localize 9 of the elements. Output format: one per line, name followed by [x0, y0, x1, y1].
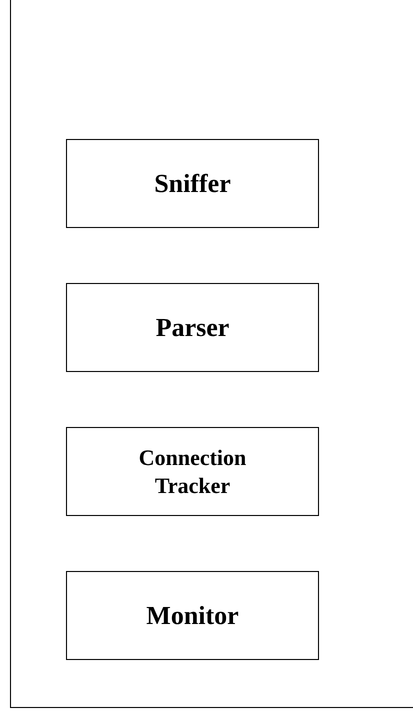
- component-box: [66, 283, 319, 372]
- component-label: Sniffer: [154, 168, 231, 200]
- component-box: [66, 427, 319, 516]
- component-box: [66, 139, 319, 228]
- component-label: Parser: [156, 312, 230, 344]
- component-box: [66, 571, 319, 660]
- container-box: [10, 0, 413, 708]
- component-label: Connection Tracker: [138, 444, 248, 499]
- component-label: Monitor: [146, 600, 239, 632]
